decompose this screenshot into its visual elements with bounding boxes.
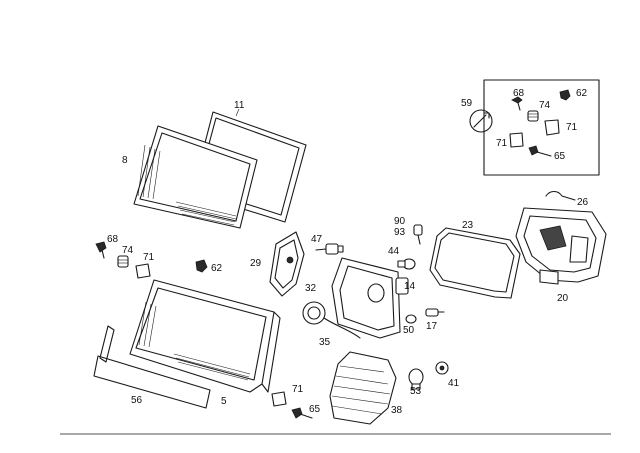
callout-8: 8 [122, 155, 128, 166]
callout-74: 74 [122, 245, 134, 256]
callout-62-inset: 62 [576, 88, 588, 99]
part-68-screw [95, 241, 107, 259]
part-53-bulb [408, 368, 424, 390]
callout-41: 41 [448, 378, 460, 389]
callout-65-inset: 65 [554, 151, 566, 162]
part-32-adjuster [302, 301, 361, 339]
part-29-shield [269, 231, 305, 297]
callout-68-inset: 68 [513, 88, 525, 99]
callout-44: 44 [388, 246, 400, 257]
callout-5: 5 [221, 396, 227, 407]
callout-71-inset-b: 71 [496, 138, 508, 149]
part-74-clip-nut [117, 255, 129, 268]
callout-38: 38 [391, 405, 403, 416]
callout-26: 26 [577, 197, 589, 208]
callout-11: 11 [234, 100, 245, 111]
part-23-gasket [429, 227, 521, 299]
part-26-wire [545, 190, 576, 201]
callout-68: 68 [107, 234, 119, 245]
callout-29: 29 [250, 258, 262, 269]
part-8-headlamp-lens [133, 125, 258, 229]
part-44-bulb [397, 258, 416, 270]
inset-box [469, 79, 600, 176]
callout-59: 59 [461, 98, 473, 109]
callout-53: 53 [410, 386, 422, 397]
callout-20: 20 [557, 293, 569, 304]
callout-47: 47 [311, 234, 323, 245]
callout-50: 50 [403, 325, 415, 336]
callout-93: 93 [394, 227, 406, 238]
callout-17: 17 [426, 321, 438, 332]
part-65-lower-screw [291, 407, 313, 419]
callout-74-inset: 74 [539, 100, 551, 111]
part-17-socket [425, 308, 445, 317]
callout-14: 14 [404, 281, 416, 292]
wrench-icon [469, 109, 493, 133]
part-38-indicator-lens [329, 351, 397, 425]
part-62-clip [195, 259, 208, 273]
callout-56: 56 [131, 395, 143, 406]
callout-35: 35 [319, 337, 331, 348]
part-14-reflector [331, 257, 409, 339]
part-71-lower-clip [271, 391, 287, 407]
part-5-headlamp-assembly [129, 279, 281, 393]
part-56-trim-strip [93, 325, 211, 409]
callout-65-lower: 65 [309, 404, 321, 415]
callout-90: 90 [394, 216, 406, 227]
part-90-93-socket [413, 224, 423, 245]
part-20-housing [515, 207, 607, 285]
part-41-socket [435, 361, 449, 375]
callout-71: 71 [143, 252, 155, 263]
callout-23: 23 [462, 220, 474, 231]
part-71-clip [135, 263, 151, 279]
part-50-bulb [405, 314, 417, 324]
callout-32: 32 [305, 283, 317, 294]
callout-62: 62 [211, 263, 223, 274]
callout-71-lower: 71 [292, 384, 304, 395]
callout-71-inset-a: 71 [566, 122, 578, 133]
part-47-bulb [315, 243, 344, 255]
